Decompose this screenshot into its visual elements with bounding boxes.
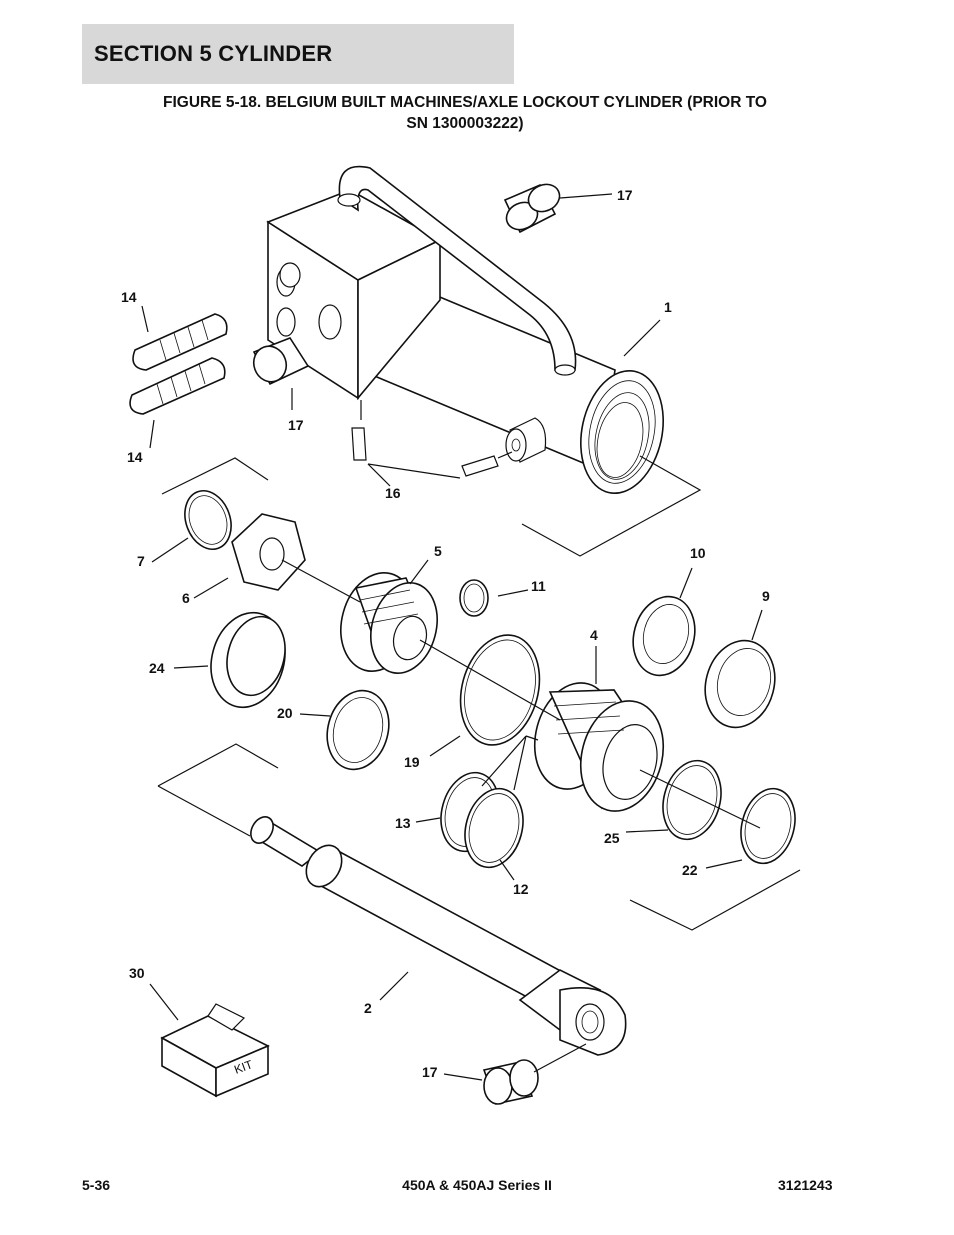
cylinder-barrel [266,165,702,557]
callout-13: 13 [395,815,411,831]
o-ring-11 [459,579,489,617]
o-ring-19 [459,634,541,746]
head-5 [340,572,438,674]
bushing-left [252,337,310,386]
ring-25 [662,759,722,841]
callout-4: 4 [590,627,598,643]
callout-6: 6 [182,590,190,606]
callout-2: 2 [364,1000,372,1016]
callout-24: 24 [149,660,165,676]
callout-12: 12 [513,881,529,897]
leader-lines [141,193,763,1081]
section-header: SECTION 5 CYLINDER [82,24,514,84]
retaining-ring-7 [161,457,269,550]
callout-25: 25 [604,830,620,846]
callout-30: 30 [129,965,145,981]
rings-13-12 [440,771,524,869]
footer-model: 450A & 450AJ Series II [402,1177,552,1193]
assembly-axis [281,559,761,829]
bushing-top [503,183,561,234]
nut-6 [231,513,306,591]
footer-page-number: 5-36 [82,1177,111,1193]
bearing-10 [632,595,696,677]
kit-box-label: KIT [232,1057,255,1077]
seal-20 [326,689,390,771]
callout-19: 19 [404,754,420,770]
callout-1: 1 [664,299,672,315]
footer-doc-number: 3121243 [778,1177,833,1193]
ring-22 [629,787,801,931]
grease-fittings [351,400,513,479]
figure-title: FIGURE 5-18. BELGIUM BUILT MACHINES/AXLE… [100,92,830,134]
callout-5: 5 [434,543,442,559]
callout-9: 9 [762,588,770,604]
callout-14-bottom: 14 [127,449,143,465]
callout-17-top: 17 [617,187,633,203]
callout-22: 22 [682,862,698,878]
callout-17-left: 17 [288,417,304,433]
callout-7: 7 [137,553,145,569]
callout-16: 16 [385,485,401,501]
rod-2 [157,743,627,1056]
valve-cartridges [129,313,228,415]
bearing-9 [704,639,776,729]
bushing-bottom [482,1043,587,1105]
wiper-24 [210,611,286,709]
kit-box: KIT [160,1003,270,1098]
callout-17-bottom: 17 [422,1064,438,1080]
figure-title-line2: SN 1300003222) [406,115,524,132]
piston-4 [533,682,665,812]
callout-11: 11 [531,578,546,594]
figure-title-line1: FIGURE 5-18. BELGIUM BUILT MACHINES/AXLE… [163,94,767,111]
callout-20: 20 [277,705,293,721]
callout-14-top: 14 [121,289,137,305]
callout-10: 10 [690,545,706,561]
